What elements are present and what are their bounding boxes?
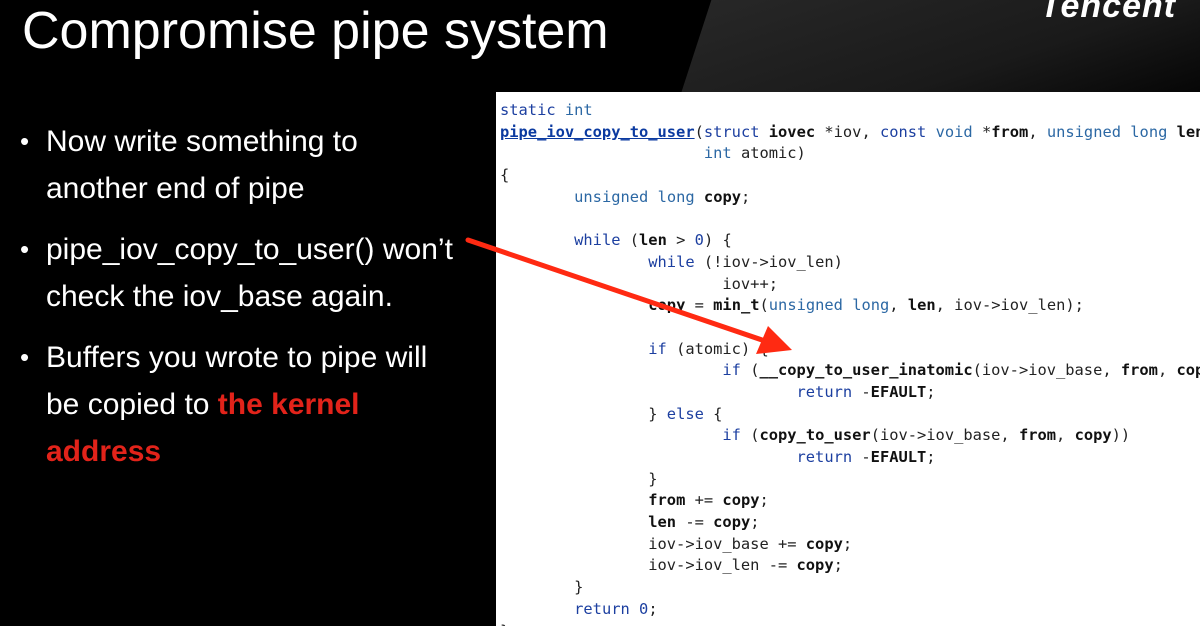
code-line: pipe_iov_copy_to_user(struct iovec *iov,… xyxy=(500,122,1200,141)
code-line: len -= copy; xyxy=(648,513,760,532)
bullet-item-3: Buffers you wrote to pipe will be copied… xyxy=(20,334,460,475)
code-line: from += copy; xyxy=(648,491,769,510)
code-line: while (!iov->iov_len) xyxy=(648,252,843,271)
bullet-text: Now write something to another end of pi… xyxy=(46,125,358,205)
code-line: } else { xyxy=(500,404,723,423)
bullet-list: Now write something to another end of pi… xyxy=(20,118,460,489)
bullet-text: pipe_iov_copy_to_user() won’t check the … xyxy=(46,233,453,313)
code-line: iov++; xyxy=(500,274,778,293)
code-line: static int xyxy=(500,101,593,119)
code-line: return 0; xyxy=(574,599,658,618)
slide-title: Compromise pipe system xyxy=(22,2,609,60)
code-line xyxy=(500,208,1200,230)
code-line: if (atomic) { xyxy=(648,339,769,358)
code-line xyxy=(500,317,1200,339)
code-line: iov->iov_len -= copy; xyxy=(500,556,843,575)
bullet-item-2: pipe_iov_copy_to_user() won’t check the … xyxy=(20,226,460,320)
code-line: unsigned long copy; xyxy=(574,187,751,206)
tencent-logo: Tencent xyxy=(1040,0,1177,25)
code-line: } xyxy=(500,578,584,597)
code-line: return -EFAULT; xyxy=(796,382,936,401)
code-line: while (len > 0) { xyxy=(574,231,732,250)
code-line: return -EFAULT; xyxy=(796,448,936,466)
code-line: int atomic) xyxy=(703,144,806,163)
code-line: if (__copy_to_user_inatomic(iov->iov_bas… xyxy=(722,361,1200,380)
bullet-item-1: Now write something to another end of pi… xyxy=(20,118,460,212)
code-line: if (copy_to_user(iov->iov_base, from, co… xyxy=(722,426,1131,445)
kernel-address-highlight: the kernel address xyxy=(46,388,360,468)
code-line: copy = min_t(unsigned long, len, iov->io… xyxy=(648,296,1084,315)
code-line: } xyxy=(500,621,1200,626)
code-panel: static int pipe_iov_copy_to_user(struct i… xyxy=(496,92,1200,626)
bullet-text: Buffers you wrote to pipe will be copied… xyxy=(46,341,428,421)
code-line: { xyxy=(500,166,510,185)
code-line: iov->iov_base += copy; xyxy=(500,534,853,553)
code-line: } xyxy=(500,469,658,488)
code-block: static int pipe_iov_copy_to_user(struct i… xyxy=(496,92,1200,626)
